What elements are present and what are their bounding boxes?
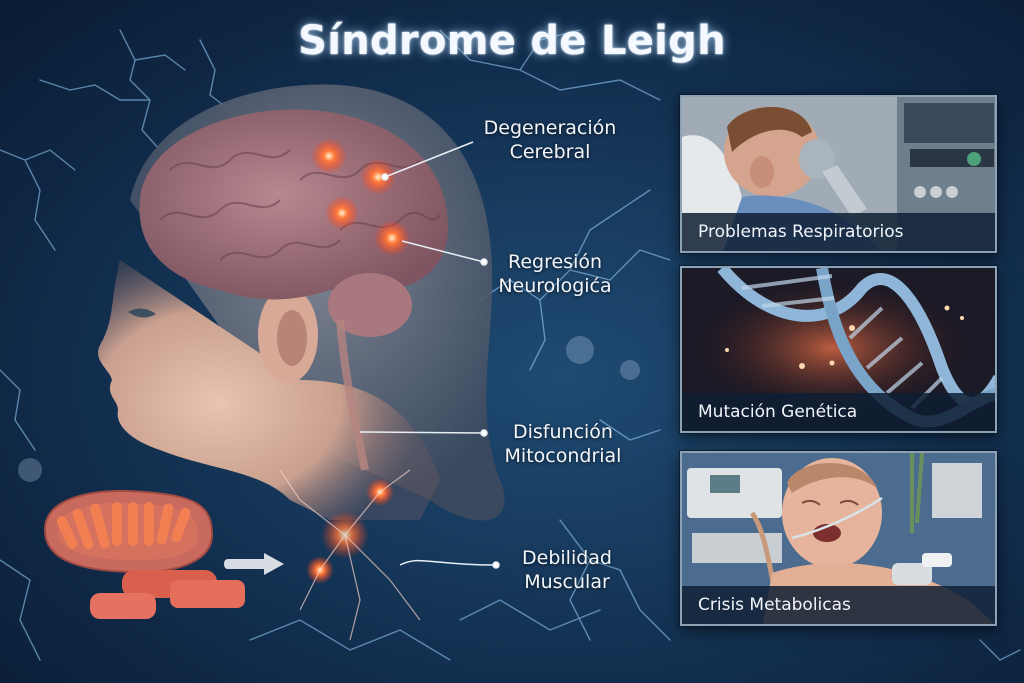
callout-line2: Cerebral [509, 141, 591, 163]
callout-line2: Mitocondrial [504, 445, 622, 467]
spine-icon [336, 319, 369, 471]
callout-line1: Degeneración [483, 117, 617, 139]
card-problemas-respiratorios: Problemas Respiratorios [680, 95, 997, 253]
neuron-icon [279, 469, 421, 641]
callout-degeneracion-cerebral: Degeneración Cerebral [470, 116, 630, 164]
card-crisis-metabolicas: Crisis Metabolicas [680, 451, 997, 626]
callout-line2: Neurologića [498, 275, 612, 297]
brain-icon [139, 109, 449, 300]
page-title: Síndrome de Leigh [298, 18, 726, 64]
callout-regresion-neurologica: Regresión Neurologića [480, 250, 630, 298]
card-caption: Crisis Metabolicas [682, 586, 995, 624]
arrow-right-icon [224, 553, 284, 575]
callout-line1: Regresión [507, 251, 603, 273]
callout-debilidad-muscular: Debilidad Muscular [502, 546, 632, 594]
callout-line2: Muscular [524, 571, 610, 593]
card-caption: Problemas Respiratorios [682, 213, 995, 251]
callout-line1: Debilidad [522, 547, 612, 569]
card-mutacion-genetica: Mutación Genética [680, 266, 997, 433]
card-caption: Mutación Genética [682, 393, 995, 431]
callout-line1: Disfunción [513, 421, 613, 443]
callout-disfuncion-mitocondrial: Disfunción Mitocondrial [488, 420, 638, 468]
